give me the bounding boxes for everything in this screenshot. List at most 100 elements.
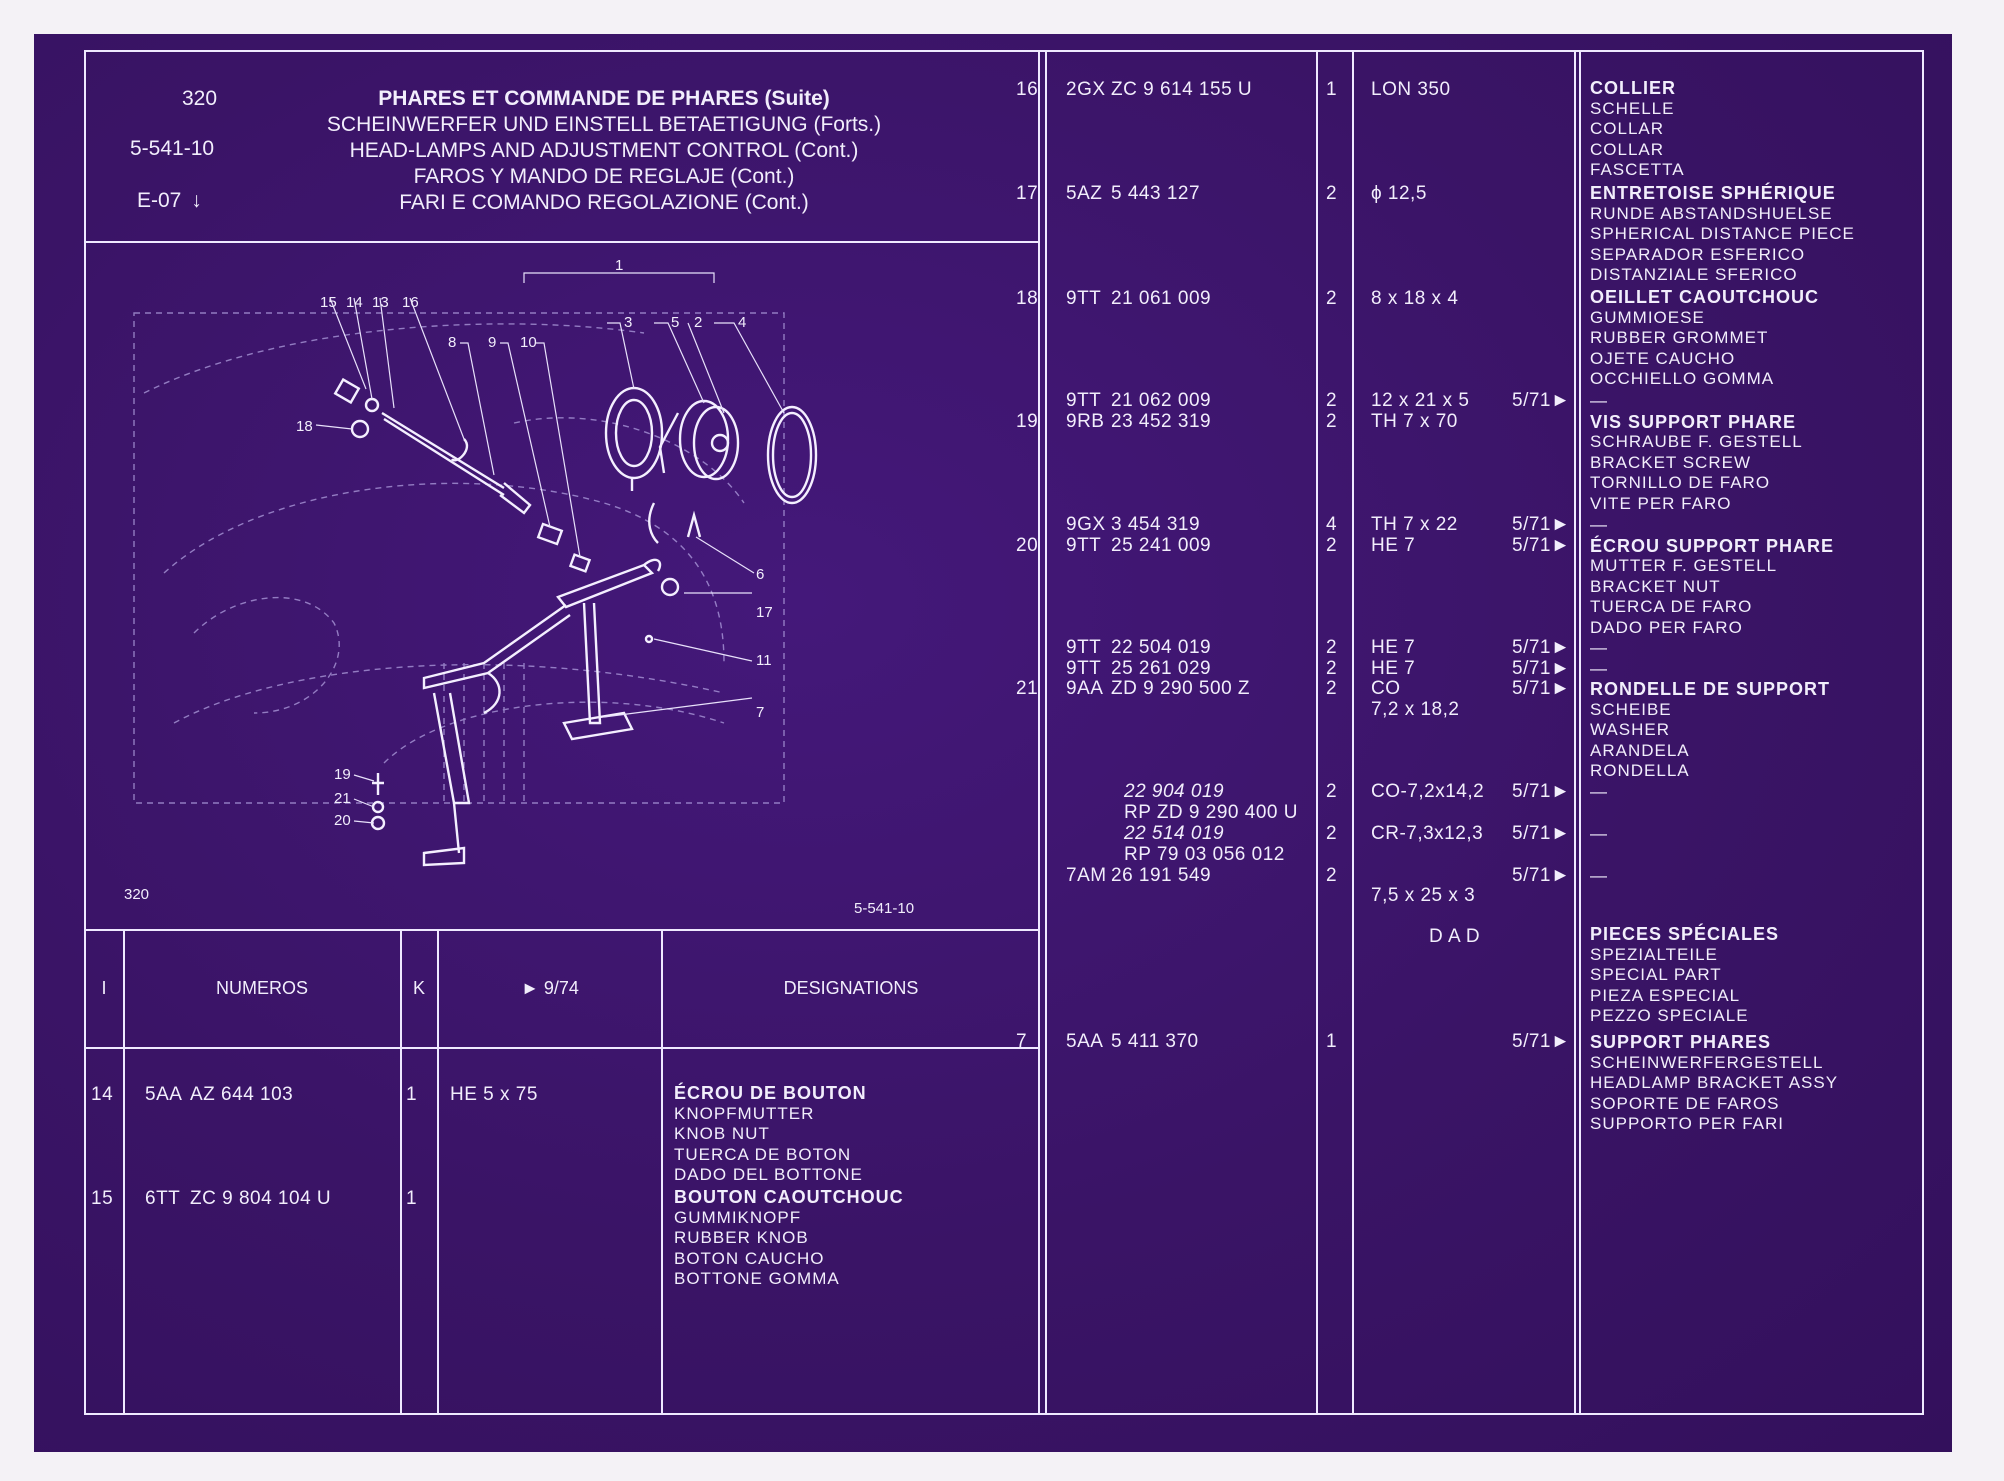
revision-dates: 5/71► [1512, 1031, 1571, 1053]
designation-line: COLLIER [1590, 78, 1676, 98]
callout-11: 11 [756, 652, 772, 669]
quantity: 4 [1326, 514, 1338, 535]
designation-line: TORNILLO DE FARO [1590, 473, 1771, 492]
microfiche-sheet: 320 5-541-10 E-07 ↓ PHARES ET COMMANDE D… [34, 34, 1952, 1452]
size-spec: 7,5 x 25 x 3 [1371, 885, 1476, 906]
part-prefix: 9TT [1066, 534, 1102, 556]
part-number: 21 062 009 [1111, 390, 1212, 411]
left-col-desig [661, 929, 663, 1415]
col-k-header: K [412, 978, 425, 998]
size-spec: HE 7 [1371, 637, 1416, 658]
designation-line: BRACKET SCREW [1590, 452, 1751, 472]
revision-dates: 5/71► [1512, 865, 1571, 887]
revision-date: 5/71► [1512, 534, 1571, 556]
size-specs: D A D [1429, 926, 1480, 948]
part-number: ZC 9 804 104 U [190, 1188, 332, 1209]
size-specs: 7,5 x 25 x 3 [1371, 885, 1476, 907]
size-spec: CO [1371, 678, 1401, 699]
revision-dates: 5/71► [1512, 781, 1571, 803]
part-number: 5 443 127 [1111, 183, 1201, 204]
designation-line: SCHRAUBE F. GESTELL [1590, 432, 1803, 451]
part-prefix: 6TT [145, 1188, 181, 1209]
part-number: RP 79 03 056 012 [1124, 843, 1285, 865]
revision-date: 5/71► [1512, 781, 1571, 802]
quantity: 2 [1326, 637, 1338, 658]
item-index: 20 [1016, 534, 1039, 556]
part-numbers: 5 443 127 [1111, 183, 1201, 205]
quantities: 2 [1326, 865, 1337, 887]
size-spec: HE 7 [1371, 534, 1416, 556]
revision-dates: 5/71► [1512, 390, 1570, 412]
designation-line: FASCETTA [1590, 160, 1685, 179]
designation-line: — [1590, 866, 1608, 885]
part-number: ZD 9 290 500 Z [1111, 678, 1251, 699]
callout-5: 5 [671, 314, 679, 331]
quantities: 1 [1326, 1031, 1337, 1053]
quantity: 2 [1326, 781, 1338, 802]
quantity: 2 [1326, 657, 1338, 679]
part-number: 21 061 009 [1111, 288, 1212, 309]
down-arrow-icon: ↓ [191, 189, 202, 212]
designation-line: ENTRETOISE SPHÉRIQUE [1590, 183, 1836, 203]
designation-line: OEILLET CAOUTCHOUC [1590, 287, 1819, 307]
designation-line: SPHERICAL DISTANCE PIECE [1590, 224, 1855, 243]
designation-line: — [1590, 638, 1608, 657]
edition-text: E-07 [137, 189, 182, 212]
designation-line: DADO PER FARO [1590, 617, 1743, 637]
part-prefix: 9TT [1066, 657, 1102, 679]
designation-line: SEPARADOR ESFERICO [1590, 244, 1806, 264]
part-numbers: 5 411 370 [1111, 1031, 1199, 1053]
part-prefix: 7AM [1066, 865, 1107, 886]
callout-3: 3 [624, 314, 632, 331]
parts-drawing [333, 377, 818, 867]
group-number: 320 [182, 87, 218, 110]
designation-line: ARANDELA [1590, 740, 1690, 760]
part-number: 25 261 029 [1111, 657, 1212, 679]
callout-2: 2 [694, 314, 702, 331]
part-number: RP ZD 9 290 400 U [1124, 801, 1298, 823]
callout-7: 7 [756, 704, 764, 721]
quantity: 2 [1326, 183, 1338, 204]
callout-16: 16 [402, 294, 419, 311]
size-spec: 8 x 18 x 4 [1371, 288, 1459, 309]
quantity: 2 [1326, 410, 1338, 432]
size-spec: HE 5 x 75 [450, 1084, 538, 1105]
designation-line: — [1590, 824, 1608, 843]
item-index: 21 [1016, 678, 1039, 699]
frame-left [84, 50, 86, 1415]
revision-date: 5/71► [1512, 865, 1571, 886]
revision-dates: 5/71► [1512, 823, 1570, 845]
figure-divider [84, 929, 1040, 931]
revision-date: 5/71► [1512, 678, 1571, 699]
size-spec: TH 7 x 22 [1371, 514, 1458, 535]
part-prefixes: 7AM [1066, 865, 1107, 887]
title-line: FARI E COMANDO REGOLAZIONE (Cont.) [399, 191, 809, 214]
designation-line: ÉCROU DE BOUTON [674, 1083, 867, 1103]
part-number: 26 191 549 [1111, 865, 1212, 886]
designation-line: PEZZO SPECIALE [1590, 1006, 1749, 1025]
right-col-desig-b [1579, 50, 1581, 1415]
designation-line: GUMMIOESE [1590, 307, 1705, 327]
designation-line: SUPPORT PHARES [1590, 1032, 1772, 1052]
callout-13: 13 [372, 294, 389, 311]
designation-line: ÉCROU SUPPORT PHARE [1590, 535, 1835, 556]
part-numbers: 21 061 009 [1111, 288, 1212, 310]
designation-line: WASHER [1590, 720, 1670, 739]
revision-date: 5/71► [1512, 1031, 1571, 1052]
part-prefix: 9TT [1066, 637, 1102, 658]
left-col-index [123, 929, 125, 1415]
part-prefixes: 5AZ [1066, 183, 1102, 205]
part-prefixes: 2GX [1066, 79, 1106, 101]
callout-21: 21 [334, 790, 351, 807]
title-line: HEAD-LAMPS AND ADJUSTMENT CONTROL (Cont.… [349, 139, 859, 162]
designation-line: RONDELLA [1590, 761, 1690, 780]
callout-1: 1 [615, 257, 623, 274]
designation-line: BOTON CAUCHO [674, 1248, 825, 1268]
col-index-header: I [101, 978, 107, 998]
